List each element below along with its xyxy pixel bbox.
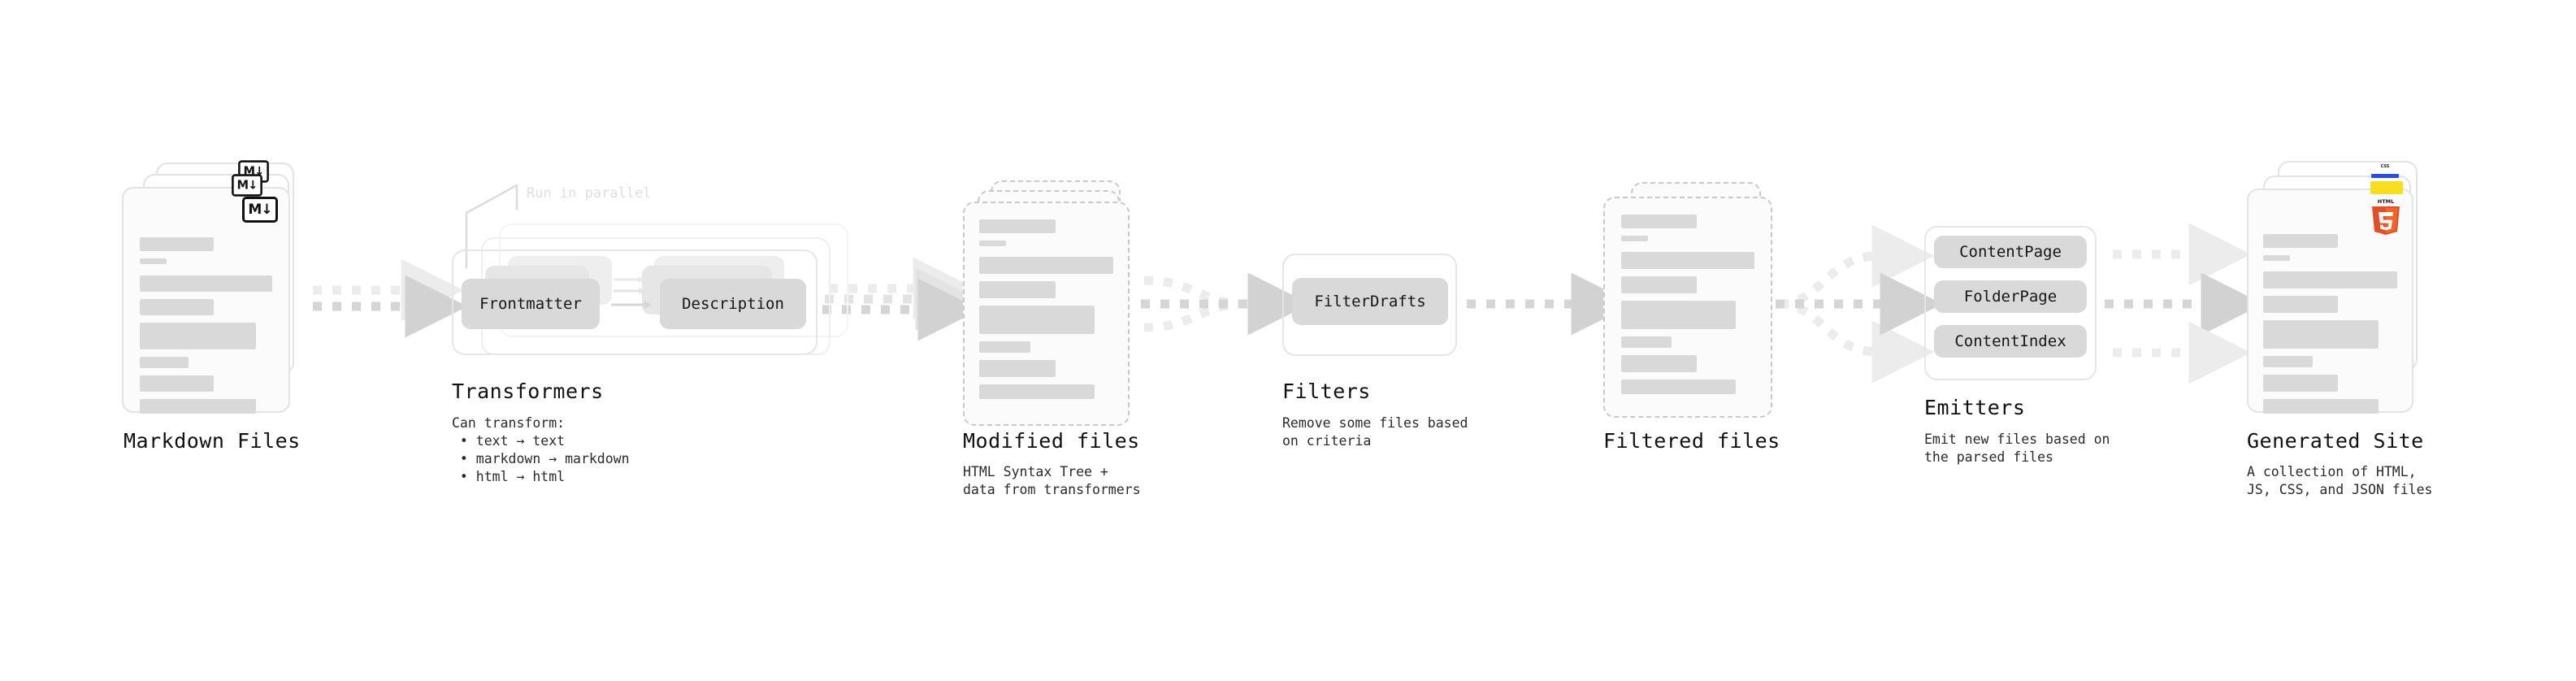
chip-filterdrafts[interactable]: FilterDrafts bbox=[1292, 278, 1448, 325]
stage-subtitle-filters: Remove some files based on criteria bbox=[1282, 415, 1468, 449]
stage-subtitle-transformers: Can transform: • text → text • markdown … bbox=[452, 415, 630, 484]
markdown-icon-mid: M↓ bbox=[232, 174, 262, 197]
stage-title-transformers: Transformers bbox=[452, 380, 604, 403]
stage-title-modified-files: Modified files bbox=[963, 429, 1140, 453]
arrow-markdown-to-transformers bbox=[313, 258, 468, 338]
chip-contentindex[interactable]: ContentIndex bbox=[1934, 325, 2087, 358]
js-icon bbox=[2370, 181, 2403, 194]
doc-content-lines bbox=[979, 219, 1113, 406]
transformer-card-front bbox=[452, 249, 817, 355]
stage-subtitle-emitters: Emit new files based on the parsed files bbox=[1924, 432, 2110, 465]
chip-contentpage[interactable]: ContentPage bbox=[1934, 236, 2087, 268]
html5-icon: HTML bbox=[2372, 198, 2400, 235]
arrow-modified-to-filters bbox=[1141, 272, 1311, 336]
stage-subtitle-generated-site: A collection of HTML, JS, CSS, and JSON … bbox=[2247, 464, 2433, 497]
run-in-parallel-label: Run in parallel bbox=[527, 185, 652, 202]
doc-content-lines bbox=[1621, 215, 1754, 401]
filters-box bbox=[1282, 254, 1457, 356]
stage-title-generated-site: Generated Site bbox=[2247, 429, 2424, 453]
chip-description[interactable]: Description bbox=[660, 279, 806, 329]
chip-folderpage[interactable]: FolderPage bbox=[1934, 280, 2087, 313]
chip-frontmatter[interactable]: Frontmatter bbox=[462, 279, 600, 329]
arrow-filtered-to-emitters bbox=[1776, 224, 1943, 384]
doc-card-front bbox=[963, 202, 1130, 426]
css-icon: CSS bbox=[2371, 165, 2399, 178]
doc-card-front bbox=[1603, 197, 1772, 418]
stage-title-filters: Filters bbox=[1282, 380, 1371, 403]
doc-card-front bbox=[122, 187, 290, 414]
stage-title-filtered-files: Filtered files bbox=[1603, 429, 1780, 453]
stage-title-emitters: Emitters bbox=[1924, 396, 2026, 419]
markdown-icon: M↓ bbox=[242, 197, 278, 223]
arrow-emitters-to-site bbox=[2105, 223, 2264, 384]
stage-subtitle-modified-files: HTML Syntax Tree + data from transformer… bbox=[963, 464, 1141, 497]
emitters-box bbox=[1924, 226, 2097, 380]
svg-text:HTML: HTML bbox=[2378, 198, 2394, 205]
doc-content-lines bbox=[2263, 234, 2397, 421]
stage-title-markdown-files: Markdown Files bbox=[124, 429, 301, 453]
doc-content-lines bbox=[140, 237, 272, 421]
